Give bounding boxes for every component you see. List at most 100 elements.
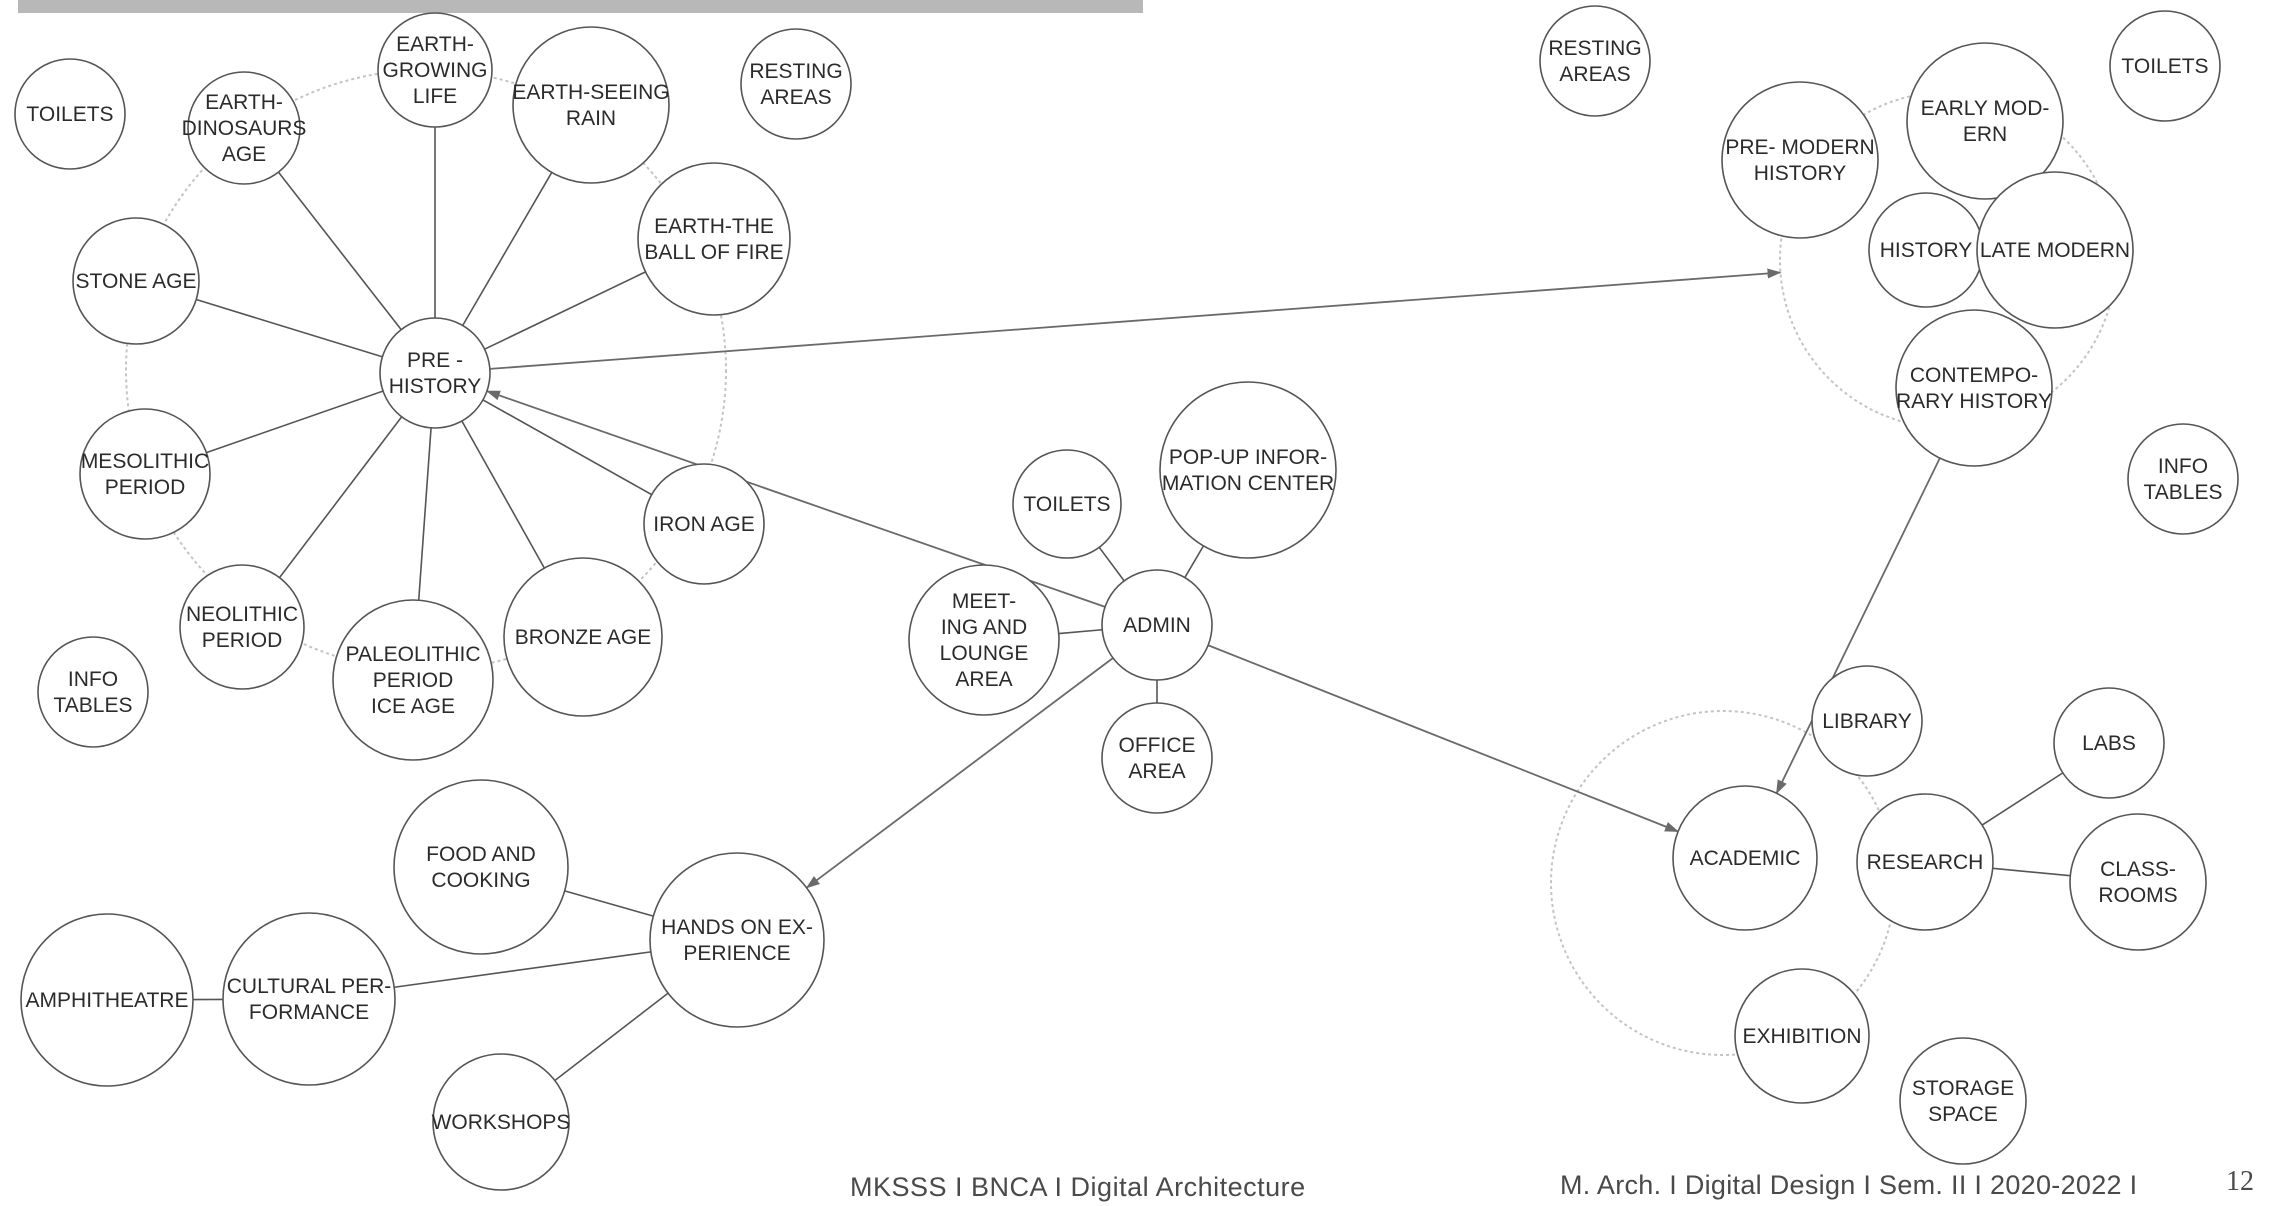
node-circle xyxy=(503,557,663,717)
node-circle xyxy=(637,162,791,316)
node-label-line: EARTH- xyxy=(205,91,283,114)
node-circle xyxy=(2053,687,2165,799)
node-label: BRONZE AGE xyxy=(515,626,652,649)
node-label-line: EXHIBITION xyxy=(1742,1025,1861,1048)
node-circle xyxy=(79,408,211,540)
node-label: EARLY MOD-ERN xyxy=(1921,97,2050,146)
node-label-line: OFFICE xyxy=(1119,734,1196,757)
node-circle xyxy=(432,1053,570,1191)
node-label-line: LIFE xyxy=(413,85,457,108)
node-label-line: PERIOD xyxy=(373,669,454,692)
node-label-line: MEET- xyxy=(952,590,1016,613)
node-label-line: AREAS xyxy=(760,86,831,109)
node-circle xyxy=(1101,569,1213,681)
node-label: WORKSHOPS xyxy=(432,1111,571,1134)
node-label-line: RESEARCH xyxy=(1867,851,1984,874)
node-label: INFO TABLES xyxy=(2144,455,2223,504)
title-bar xyxy=(18,0,1143,13)
link-pre-history-to-earth-ball-of-fire xyxy=(484,271,646,350)
node-label-line: RAIN xyxy=(566,107,616,130)
node-circle xyxy=(2069,813,2207,951)
link-admin-to-pop-up-info-center xyxy=(1184,545,1205,578)
node-late-modern: LATE MODERN xyxy=(1976,171,2134,329)
node-circle xyxy=(643,463,765,585)
node-label-line: INFO xyxy=(2158,455,2208,478)
node-circle xyxy=(908,564,1060,716)
node-circle xyxy=(2127,423,2239,535)
node-label: PRE -HISTORY xyxy=(389,349,482,398)
link-pre-history-to-bronze-age xyxy=(461,420,546,569)
node-circle xyxy=(377,12,493,128)
node-circle xyxy=(2109,10,2221,122)
node-label-line: EARLY MOD- xyxy=(1921,97,2050,120)
link-pre-history-to-earth-seeing-rain xyxy=(461,172,553,326)
node-circle xyxy=(1672,785,1818,931)
link-pre-history-to-neolithic-period xyxy=(278,416,403,579)
node-label-line: COOKING xyxy=(431,869,530,892)
node-pre-history: PRE -HISTORY xyxy=(379,317,491,429)
node-label-line: TOILETS xyxy=(1023,493,1110,516)
node-label-line: MATION CENTER xyxy=(1162,472,1334,495)
node-label: TOILETS xyxy=(2121,55,2208,78)
node-label: ACADEMIC xyxy=(1690,847,1801,870)
link-admin-to-toilets-center xyxy=(1098,546,1125,582)
node-label: LATE MODERN xyxy=(1980,239,2130,262)
node-circle xyxy=(1721,81,1879,239)
node-label-line: HISTORY xyxy=(389,375,482,398)
node-circle xyxy=(393,779,569,955)
link-admin-to-meeting-lounge-area xyxy=(1058,628,1103,635)
link-hands-on-experience-to-cultural-performance xyxy=(394,951,651,989)
node-academic: ACADEMIC xyxy=(1672,785,1818,931)
node-exhibition: EXHIBITION xyxy=(1734,968,1870,1104)
node-info-tables-right: INFO TABLES xyxy=(2127,423,2239,535)
node-circle xyxy=(222,912,396,1086)
node-label: AMPHITHEATRE xyxy=(26,989,189,1012)
node-circle xyxy=(379,317,491,429)
node-circle xyxy=(1811,665,1923,777)
node-label-line: CLASS- xyxy=(2100,858,2176,881)
node-label-line: TABLES xyxy=(2144,481,2223,504)
node-label: STONE AGE xyxy=(76,270,197,293)
node-label-line: AGE xyxy=(222,143,266,166)
node-circle xyxy=(72,217,200,345)
node-contemporary-history: CONTEMPO-RARY HISTORY xyxy=(1895,309,2053,467)
pre-history-zone xyxy=(125,69,727,671)
node-label-line: STONE AGE xyxy=(76,270,197,293)
node-research: RESEARCH xyxy=(1856,793,1994,931)
node-label-line: PERIOD xyxy=(105,476,186,499)
node-label: EARTH- DINOSAURS AGE xyxy=(182,91,307,166)
node-label: CLASS-ROOMS xyxy=(2098,858,2177,907)
node-circle xyxy=(1895,309,2053,467)
node-label: CULTURAL PER-FORMANCE xyxy=(227,975,392,1024)
node-toilets-right: TOILETS xyxy=(2109,10,2221,122)
page-number: 12 xyxy=(2226,1166,2254,1197)
node-label-line: CULTURAL PER- xyxy=(227,975,392,998)
node-label-line: EARTH-THE xyxy=(654,215,774,238)
node-label-line: IRON AGE xyxy=(653,513,755,536)
node-label: HANDS ON EX-PERIENCE xyxy=(661,916,813,965)
node-circle xyxy=(512,26,670,184)
node-label-line: DINOSAURS xyxy=(182,117,307,140)
node-library: LIBRARY xyxy=(1811,665,1923,777)
node-label: LIBRARY xyxy=(1822,710,1912,733)
link-pre-history-to-paleolithic-period xyxy=(417,427,432,601)
node-earth-dinosaurs-age: EARTH- DINOSAURS AGE xyxy=(182,71,307,185)
node-label: POP-UP INFOR-MATION CENTER xyxy=(1162,446,1334,495)
node-label-line: TOILETS xyxy=(26,103,113,126)
node-circle xyxy=(20,913,194,1087)
node-label-line: PERIENCE xyxy=(683,942,790,965)
node-label: CONTEMPO-RARY HISTORY xyxy=(1896,364,2052,413)
